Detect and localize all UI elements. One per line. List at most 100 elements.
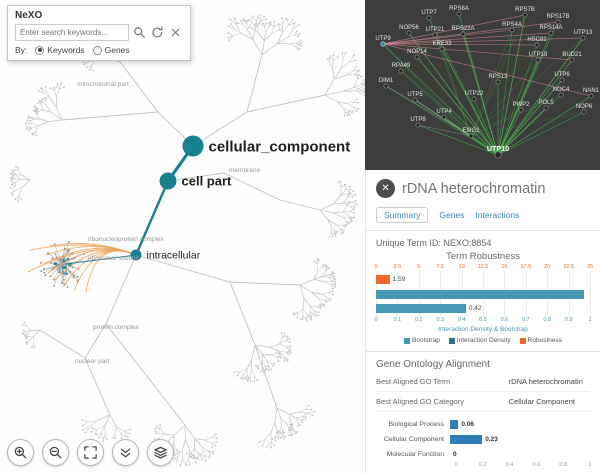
axis-tick: 0.3 <box>436 317 445 323</box>
legend-swatch <box>519 337 526 344</box>
gene-label: NOP6 <box>576 104 593 110</box>
tree-node-intracellular[interactable] <box>130 249 142 261</box>
gene-node-NAN1[interactable] <box>588 93 594 99</box>
gene-node-NOP6[interactable] <box>581 109 587 115</box>
go-row-value: rDNA heterochromatin <box>508 377 583 386</box>
gene-node-RPS14A[interactable] <box>548 30 554 36</box>
gene-label: RPS7B <box>515 7 535 13</box>
fit-to-screen-button[interactable] <box>77 439 104 466</box>
bar-value-label: 0.42 <box>468 305 482 312</box>
alignment-bar <box>450 420 459 429</box>
reset-search-button[interactable] <box>150 25 165 40</box>
go-alignment-heading: Gene Ontology Alignment <box>376 359 490 370</box>
search-by-keywords[interactable]: Keywords <box>35 45 85 55</box>
gene-node-UTP18[interactable] <box>535 57 541 63</box>
tree-node-label: intracellular <box>147 250 201 262</box>
gene-label: NOC4 <box>553 87 570 93</box>
gene-label: NOP14 <box>407 49 427 55</box>
close-icon: ✕ <box>381 183 390 194</box>
expand-levels-button[interactable] <box>112 439 139 466</box>
gene-node-UTP5[interactable] <box>412 97 418 103</box>
axis-tick: 0 <box>374 317 378 323</box>
go-row-label: Best Aligned GO Term <box>376 377 451 386</box>
axis-tick: 0.4 <box>505 462 514 468</box>
tab-interactions[interactable]: Interactions <box>475 210 520 220</box>
go-row-value: Cellular Component <box>508 397 575 406</box>
gene-label: UTP5 <box>407 92 423 98</box>
search-by-genes[interactable]: Genes <box>92 45 130 55</box>
alignment-category: Biological Process <box>388 421 444 428</box>
divider <box>366 230 600 231</box>
tree-node-cellular-component[interactable] <box>182 135 204 157</box>
axis-tick: 0 <box>374 264 378 270</box>
gene-label: POL5 <box>538 100 554 106</box>
gene-node-NOP14[interactable] <box>414 54 420 60</box>
app-logo: NeXO <box>15 10 43 21</box>
zoom-out-button[interactable] <box>42 439 69 466</box>
gene-node-RPS8A[interactable] <box>456 11 462 17</box>
keywords-radio[interactable] <box>35 45 45 55</box>
gene-node-UTP4[interactable] <box>441 114 447 120</box>
gene-label: RPS14A <box>539 25 562 31</box>
gene-node-UTP21[interactable] <box>432 32 438 38</box>
gene-node-RPS17B[interactable] <box>555 19 561 25</box>
gene-node-UTP8[interactable] <box>415 122 421 128</box>
term-id-line: Unique Term ID: NEXO:8854 <box>376 238 590 248</box>
gene-label: NAN1 <box>583 88 600 94</box>
bar-interaction-density <box>376 304 466 313</box>
gene-node-EMG1[interactable] <box>468 133 474 139</box>
gene-node-UTP9[interactable] <box>380 41 386 47</box>
axis-tick: 0.8 <box>543 317 552 323</box>
gene-label: UTP13 <box>574 30 593 36</box>
gene-node-UTP22[interactable] <box>471 96 477 102</box>
genes-radio[interactable] <box>92 45 102 55</box>
gene-node-UTP6[interactable] <box>559 77 565 83</box>
gene-node-PWP2[interactable] <box>518 107 524 113</box>
search-input[interactable] <box>15 24 129 41</box>
axis-tick: 0.6 <box>500 317 509 323</box>
legend-label: Interaction Density <box>456 337 511 344</box>
clear-search-button[interactable] <box>168 25 183 40</box>
gene-node-RPA49[interactable] <box>398 68 404 74</box>
gene-node-RPS7B[interactable] <box>522 12 528 18</box>
layers-button[interactable] <box>147 439 174 466</box>
gene-node-NOP56[interactable] <box>406 30 412 36</box>
gene-node-DIM1[interactable] <box>383 83 389 89</box>
legend-swatch <box>448 337 455 344</box>
gene-node-POL5[interactable] <box>543 105 549 111</box>
gene-node-BUD21[interactable] <box>569 57 575 63</box>
branch-label: mitochondrial part <box>77 81 129 88</box>
axis-tick: 2.5 <box>393 264 402 270</box>
tab-summary[interactable]: Summary <box>376 207 429 223</box>
close-button[interactable]: ✕ <box>376 179 395 198</box>
axis-tick: 0 <box>454 462 458 468</box>
gene-node-UTP13[interactable] <box>580 35 586 41</box>
gene-node-UTP7[interactable] <box>426 15 432 21</box>
search-button[interactable] <box>132 25 147 40</box>
legend-item: Robustness <box>519 337 562 344</box>
gene-node-NOC4[interactable] <box>558 92 564 98</box>
tree-node-cell-part[interactable] <box>159 172 177 190</box>
gene-node-RPS4A[interactable] <box>509 27 515 33</box>
gene-label: UTP8 <box>410 117 426 123</box>
gene-node-HSC82[interactable] <box>534 42 540 48</box>
gene-node-RPS13[interactable] <box>495 79 501 85</box>
clear-icon <box>171 28 180 37</box>
zoom-in-button[interactable] <box>7 439 34 466</box>
gene-node-RPS22A[interactable] <box>460 31 466 37</box>
axis-tick: 20 <box>544 264 551 270</box>
tab-genes[interactable]: Genes <box>439 210 465 220</box>
gene-node-KRE33[interactable] <box>439 46 445 52</box>
axis-tick: 0.2 <box>414 317 423 323</box>
axis-tick: 1 <box>588 462 592 468</box>
gene-node-UTP10[interactable] <box>494 151 502 159</box>
axis-tick: 0.4 <box>457 317 466 323</box>
gene-label: DIM1 <box>379 78 394 84</box>
reset-icon <box>152 26 163 38</box>
